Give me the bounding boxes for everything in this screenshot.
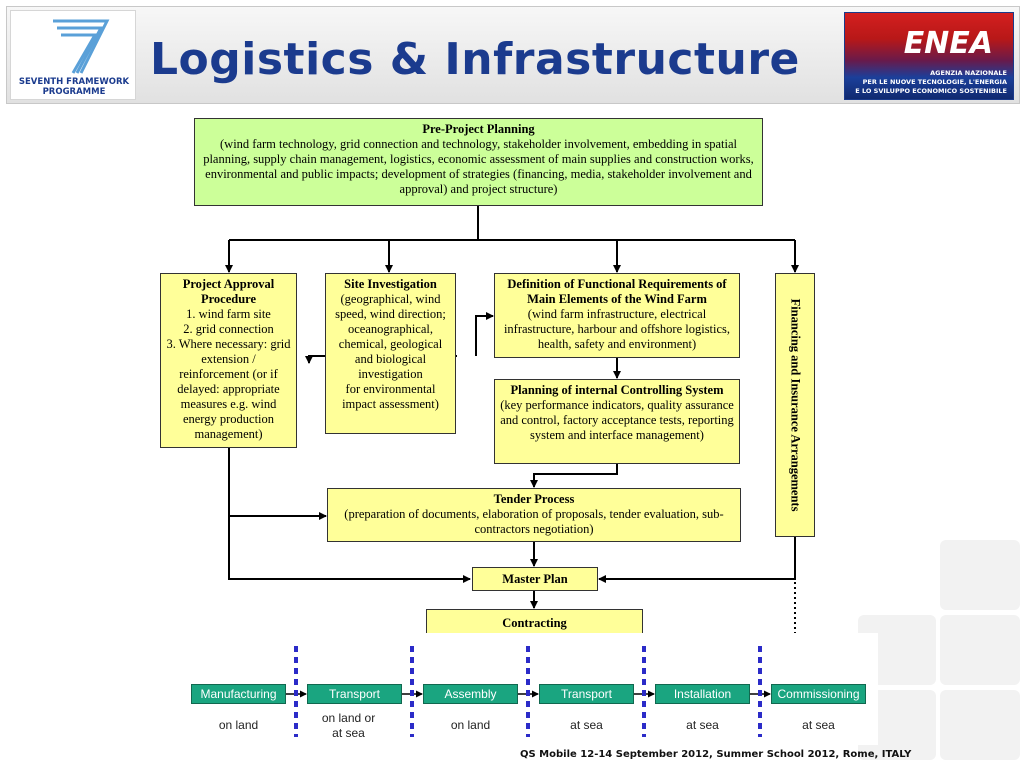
box-text: 1. wind farm site 2. grid connection 3. … [166,307,291,441]
box-title: Planning of internal Controlling System [510,383,724,397]
footer-text: QS Mobile 12-14 September 2012, Summer S… [520,749,912,760]
chain-step-installation: Installation [655,684,750,704]
box-text: (preparation of documents, elaboration o… [344,507,724,536]
chain-step-manufacturing: Manufacturing [191,684,286,704]
box-text: (wind farm infrastructure, electrical in… [503,307,731,351]
seventh-framework-logo: SEVENTH FRAMEWORK PROGRAMME [10,10,136,100]
box-text: (wind farm technology, grid connection a… [203,137,754,196]
enea-logo: ENEA AGENZIA NAZIONALE PER LE NUOVE TECN… [844,12,1014,100]
tender-process-box: Tender Process (preparation of documents… [327,488,741,542]
site-investigation-box: Site Investigation (geographical, wind s… [325,273,456,434]
connector-arrow [530,464,618,488]
box-title: Contracting [502,616,567,630]
fp7-logo-line1: SEVENTH FRAMEWORK [19,77,130,87]
box-title: Pre-Project Planning [422,122,535,136]
connector-arrow [228,448,471,583]
chain-step-commissioning: Commissioning [771,684,866,704]
chain-step-transport-sea: Transport [539,684,634,704]
box-title: Master Plan [502,572,568,586]
box-title: Definition of Functional Requirements of… [507,277,727,306]
enea-subtitle-line: PER LE NUOVE TECNOLOGIE, L'ENERGIA [862,78,1007,86]
chain-step-location: on land [450,718,491,732]
box-title: Tender Process [493,492,575,506]
background-tile [940,690,1020,760]
enea-wordmark-icon: ENEA [904,26,993,61]
chain-step-location: at sea [570,718,603,732]
box-title: Project Approval Procedure [182,277,275,306]
enea-subtitle-line: AGENZIA NAZIONALE [930,69,1007,77]
box-text: (key performance indicators, quality ass… [500,398,734,442]
fp7-seven-icon: SEVENTH FRAMEWORK PROGRAMME [19,19,130,97]
project-approval-box: Project Approval Procedure 1. wind farm … [160,273,297,448]
background-tile [940,615,1020,685]
pre-project-planning-box: Pre-Project Planning (wind farm technolo… [194,118,763,206]
enea-logo-text: ENEA [904,26,993,61]
controlling-system-box: Planning of internal Controlling System … [494,379,740,464]
connector-arrow [475,312,494,356]
master-plan-box: Master Plan [472,567,598,591]
chain-step-assembly: Assembly [423,684,518,704]
enea-logo-subtitle: AGENZIA NAZIONALE PER LE NUOVE TECNOLOGI… [855,69,1007,96]
enea-subtitle-line: E LO SVILUPPO ECONOMICO SOSTENIBILE [855,87,1007,95]
connector-arrow [598,537,796,583]
chain-step-location: at sea [686,718,719,732]
chain-step-location: on land [218,718,259,732]
chain-step-transport: Transport [307,684,402,704]
background-tile [940,540,1020,610]
box-title: Site Investigation [344,277,437,291]
page-title: Logistics & Infrastructure [150,34,800,85]
chain-step-location: on land or at sea [321,711,376,740]
chain-step-location: at sea [802,718,835,732]
fp7-logo-line2: PROGRAMME [43,87,106,97]
functional-requirements-box: Definition of Functional Requirements of… [494,273,740,358]
financing-insurance-box: Financing and Insurance Arrangements [775,273,815,537]
box-text: (geographical, wind speed, wind directio… [335,292,446,411]
